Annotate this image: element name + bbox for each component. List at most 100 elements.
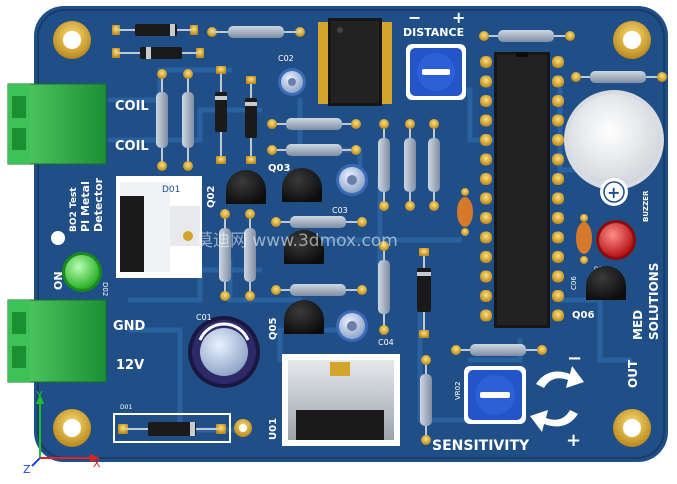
ic-pin-pad xyxy=(552,173,564,185)
diode-bottom-d01 xyxy=(113,413,231,443)
ic-8pin xyxy=(318,18,392,106)
capacitor-c02 xyxy=(278,68,306,96)
buzzer-plus-label: + xyxy=(607,183,620,202)
ic-pin-pad xyxy=(480,251,492,263)
resistor-vertical-6 xyxy=(219,209,231,301)
ic-pin-pad xyxy=(552,290,564,302)
v12-label: 12V xyxy=(116,358,144,373)
coil-top-label: COIL xyxy=(115,99,149,114)
power-terminal-block xyxy=(7,299,107,383)
watermark: 莫迪网 www.3dmox.com xyxy=(196,231,398,251)
capacitor-c03 xyxy=(336,164,368,196)
ic-pin-pad xyxy=(480,309,492,322)
transistor-q06 xyxy=(586,266,626,300)
ic-pin-pad xyxy=(480,134,492,146)
resistor-vertical-9 xyxy=(420,355,432,445)
brand-line2: SOLUTIONS xyxy=(647,263,661,340)
on-label: ON xyxy=(52,271,65,290)
c01-designator: C01 xyxy=(196,313,212,322)
ic-pin-pad xyxy=(552,95,564,107)
title-block: PI Metal Detector BO2 Test xyxy=(69,177,105,232)
resistor-center-2 xyxy=(267,144,361,156)
voltage-regulator-u01 xyxy=(282,354,400,446)
resistor-vertical-2 xyxy=(182,69,194,171)
resistor-vertical-4 xyxy=(404,119,416,211)
resistor-top-row xyxy=(207,26,305,38)
ic-pin-pad xyxy=(552,75,564,88)
u01-designator: U01 xyxy=(268,418,279,440)
axis-indicator xyxy=(31,394,100,467)
coil-bottom-label: COIL xyxy=(115,139,149,154)
distance-trimmer-pot[interactable] xyxy=(406,44,466,100)
ic-pin-pad xyxy=(552,309,564,322)
ic-pin-pad xyxy=(480,153,492,166)
d01-top-designator: D01 xyxy=(162,185,180,195)
sens-minus-label: − xyxy=(567,348,582,369)
ic-pin-pad xyxy=(480,75,492,88)
mounting-hole-top-right xyxy=(613,21,651,59)
resistor-vertical-7 xyxy=(244,209,256,301)
diode-top-row xyxy=(112,24,198,36)
q03-designator: Q03 xyxy=(268,163,290,174)
mounting-hole-bottom-right xyxy=(613,409,651,447)
resistor-vertical-3 xyxy=(378,119,390,211)
q02-designator: Q02 xyxy=(206,186,217,208)
title-line1: PI Metal xyxy=(79,181,92,232)
title-line2: Detector xyxy=(92,177,105,232)
d01-bottom-designator: D01 xyxy=(120,404,132,411)
distance-minus-label: − xyxy=(408,8,421,27)
axis-y-label: Y xyxy=(35,389,43,402)
ic-pin-pad xyxy=(480,114,492,127)
test-pad xyxy=(51,231,65,245)
buzzer-label: BUZZER xyxy=(642,190,650,222)
resistor-center-1 xyxy=(267,118,361,130)
out-label: OUT xyxy=(626,359,640,388)
coil-terminal-block xyxy=(7,83,107,165)
c02-designator: C02 xyxy=(278,54,294,63)
ic-pin-pad xyxy=(552,56,564,68)
resistor-bottom-center xyxy=(451,344,547,356)
ic-pin-pad xyxy=(552,270,564,283)
ic-pin-pad xyxy=(552,212,564,224)
title-line3: BO2 Test xyxy=(69,187,79,232)
power-led-green xyxy=(62,252,102,292)
diode-vertical-3 xyxy=(417,248,431,338)
resistor-right-2 xyxy=(571,71,667,83)
ic-pin-pad xyxy=(552,153,564,166)
ic-pin-pad xyxy=(552,231,564,244)
diode-second-row xyxy=(112,47,204,59)
sensitivity-trimmer-pot[interactable] xyxy=(464,366,526,424)
resistor-center-4 xyxy=(271,284,367,296)
ic-pin-pad xyxy=(552,134,564,146)
vr02-designator: VR02 xyxy=(454,381,462,400)
sens-plus-label: + xyxy=(566,430,581,451)
resistor-vertical-5 xyxy=(428,119,440,211)
diode-vertical-2 xyxy=(245,76,257,164)
mosfet-heatsink-d01 xyxy=(116,176,202,278)
ic-pin-pad xyxy=(480,95,492,107)
ceramic-capacitor-1 xyxy=(457,188,473,236)
distance-label: DISTANCE xyxy=(403,26,464,39)
distance-plus-label: + xyxy=(452,8,465,27)
brand-line1: MED xyxy=(631,310,645,340)
mounting-hole-bottom-left xyxy=(53,409,91,447)
ic-pin-pad xyxy=(480,270,492,283)
c06-designator: C06 xyxy=(570,276,578,290)
d02-designator: D02 xyxy=(101,282,109,296)
c03-designator: C03 xyxy=(332,206,348,215)
axis-z-label: Z xyxy=(23,463,31,476)
resistor-vertical-1 xyxy=(156,69,168,171)
resistor-vertical-8 xyxy=(378,241,390,335)
mounting-hole-small xyxy=(234,419,252,437)
capacitor-c01 xyxy=(188,316,260,388)
ic-pin-pad xyxy=(480,231,492,244)
capacitor-c04 xyxy=(336,310,368,342)
diode-vertical-1 xyxy=(215,66,227,164)
ic-pin-pad xyxy=(480,192,492,205)
c04-designator: C04 xyxy=(378,338,394,347)
ceramic-capacitor-2 xyxy=(576,214,592,264)
resistor-center-3 xyxy=(271,216,367,228)
sensitivity-label: SENSITIVITY xyxy=(432,438,530,454)
ic-pin-pad xyxy=(480,212,492,224)
